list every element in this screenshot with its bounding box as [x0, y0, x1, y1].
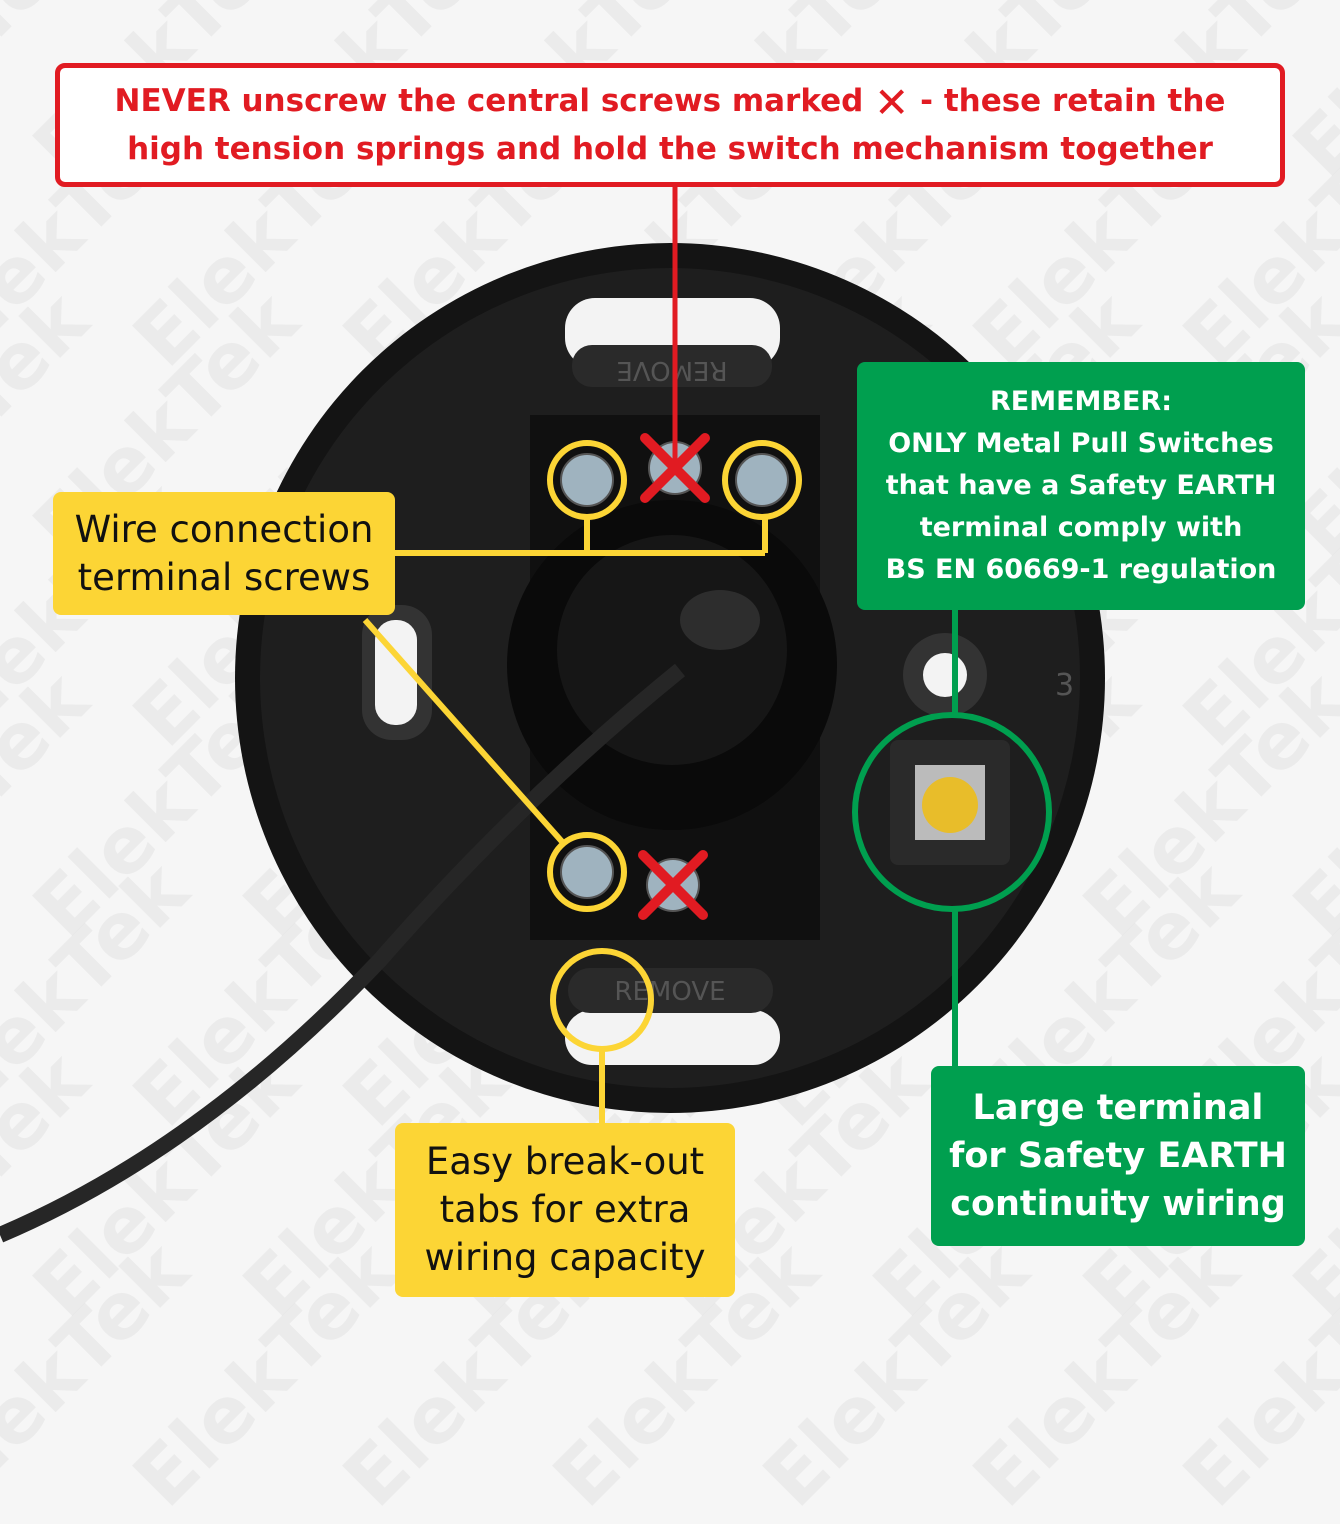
callout-text: wiring capacity: [424, 1236, 706, 1279]
warning-callout: NEVER unscrew the central screws marked …: [55, 63, 1285, 187]
terminal-pointer-line: [395, 517, 768, 556]
red-cross-icon: ✕: [874, 77, 910, 127]
earth-terminal-callout: Large terminal for Safety EARTH continui…: [931, 1066, 1305, 1246]
callout-text: that have a Safety EARTH: [885, 470, 1277, 501]
callout-text: for Safety EARTH: [949, 1136, 1287, 1176]
remove-marking-top: REMOVE: [616, 355, 727, 385]
bottom-slot: [565, 1010, 780, 1065]
callout-text: ONLY Metal Pull Switches: [888, 428, 1274, 459]
callout-text: BS EN 60669-1 regulation: [885, 554, 1277, 585]
terminal-pointer-line: [362, 618, 568, 847]
red-cross-icon: [640, 433, 710, 503]
pull-knob: [557, 535, 787, 765]
callout-text: REMEMBER:: [989, 386, 1173, 417]
callout-text: terminal comply with: [919, 512, 1243, 543]
remove-marking-bottom: REMOVE: [614, 977, 725, 1007]
warning-text: high tension springs and hold the switch…: [127, 131, 1213, 167]
breakout-tabs-callout: Easy break-out tabs for extra wiring cap…: [395, 1123, 735, 1297]
callout-text: Wire connection: [74, 507, 374, 551]
callout-text: continuity wiring: [950, 1184, 1286, 1224]
callout-text: Large terminal: [972, 1088, 1264, 1128]
earth-screw: [922, 777, 978, 833]
number-marking: 3: [1055, 668, 1074, 703]
callout-text: tabs for extra: [439, 1188, 691, 1231]
callout-text: Easy break-out: [425, 1140, 705, 1183]
callout-text: terminal screws: [77, 555, 371, 599]
red-cross-icon: [638, 850, 708, 920]
warning-text: NEVER unscrew the central screws marked: [114, 83, 864, 119]
remember-callout: REMEMBER: ONLY Metal Pull Switches that …: [857, 362, 1305, 610]
pull-cord: [0, 663, 686, 1243]
wire-terminal-callout: Wire connection terminal screws: [53, 492, 395, 615]
warning-text: - these retain the: [920, 83, 1226, 119]
